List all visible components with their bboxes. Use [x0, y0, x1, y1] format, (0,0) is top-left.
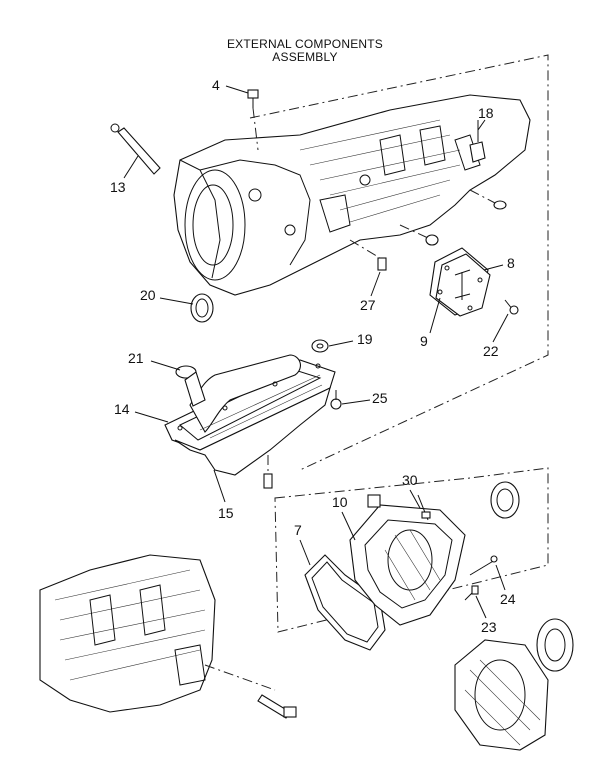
- part-23-bolt: [464, 585, 479, 601]
- part-7-gasket: [304, 554, 386, 651]
- callout-9: 9: [420, 333, 428, 349]
- main-assembly-boundary: [249, 54, 549, 471]
- callout-23: 23: [481, 619, 497, 635]
- part-18-sensor: [469, 120, 486, 163]
- part-10-extension-housing: [349, 494, 466, 626]
- extension-seal: [490, 481, 520, 519]
- part-4-bolt: [247, 89, 259, 151]
- transmission-partial-view: [39, 554, 297, 719]
- callout-19: 19: [357, 331, 373, 347]
- transfer-case-adapter: [454, 618, 574, 751]
- callout-18: 18: [478, 105, 494, 121]
- part-24-stud: [469, 555, 498, 576]
- callout-13: 13: [110, 179, 126, 195]
- part-20-seal: [190, 293, 214, 323]
- callout-7: 7: [294, 522, 302, 538]
- callout-25: 25: [372, 390, 388, 406]
- callout-4: 4: [212, 77, 220, 93]
- diagram-title-line1: EXTERNAL COMPONENTS: [226, 37, 384, 51]
- case-plug: [469, 189, 507, 210]
- part-8-9-cover-plate: [429, 247, 491, 317]
- part-30-bolt: [417, 494, 431, 521]
- part-13-breather-tube: [110, 123, 161, 175]
- extension-assembly-boundary: [274, 467, 549, 633]
- callout-24: 24: [500, 591, 516, 607]
- callout-30: 30: [402, 472, 418, 488]
- callout-10: 10: [332, 494, 348, 510]
- transmission-case: [173, 94, 531, 296]
- callout-20: 20: [140, 287, 156, 303]
- callout-21: 21: [128, 350, 144, 366]
- diagram-title-line2: ASSEMBLY: [272, 50, 338, 64]
- part-27-dowel: [349, 239, 387, 271]
- part-14-15-oil-pan: [164, 354, 336, 489]
- leader-lines: [123, 85, 509, 619]
- callout-27: 27: [360, 297, 376, 313]
- callout-14: 14: [114, 401, 130, 417]
- callout-22: 22: [483, 343, 499, 359]
- part-22-bolt: [504, 299, 519, 315]
- callout-labels: 4 18 13 8 20 27 9 22 19 21 25 14 15 30 1…: [110, 77, 516, 635]
- part-25-bolt: [330, 390, 342, 410]
- part-19-washer: [311, 339, 329, 353]
- callout-15: 15: [218, 505, 234, 521]
- case-plug-lower: [399, 224, 439, 246]
- callout-8: 8: [507, 255, 515, 271]
